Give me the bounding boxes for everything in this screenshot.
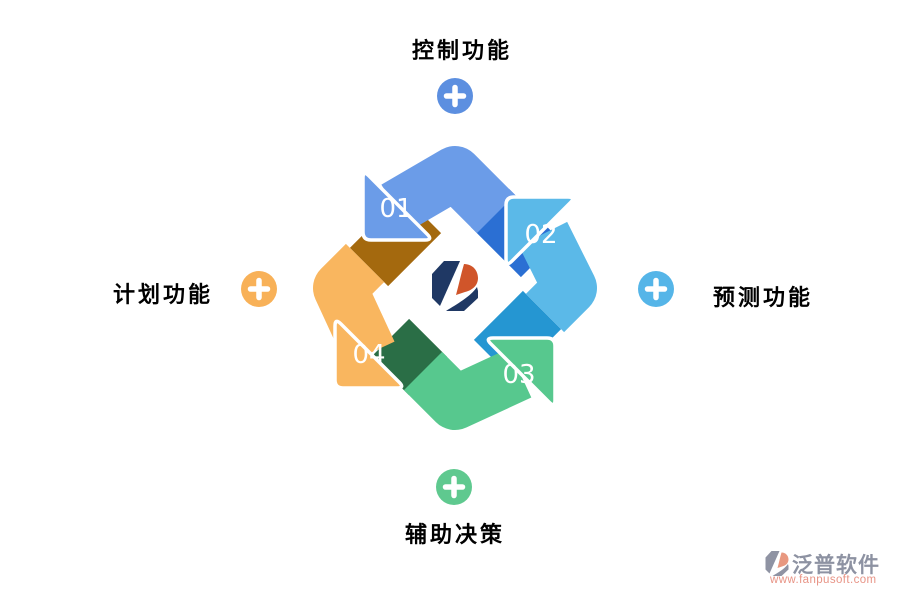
cycle-arrows-diagram: 01 02 03 04 bbox=[313, 146, 597, 430]
label-control-function: 控制功能 bbox=[411, 38, 512, 63]
arrow-03-shaft bbox=[403, 348, 532, 430]
plus-icon-right[interactable] bbox=[638, 271, 674, 307]
plus-glyph bbox=[443, 84, 467, 108]
plus-icon-bottom[interactable] bbox=[436, 469, 472, 505]
arrow-02-head bbox=[504, 195, 575, 266]
plus-glyph bbox=[247, 277, 271, 301]
arrow-01-shaft bbox=[381, 146, 516, 234]
plus-icon-left[interactable] bbox=[241, 271, 277, 307]
step-number-02: 02 bbox=[524, 220, 557, 250]
watermark-logo-icon bbox=[765, 551, 789, 576]
watermark-logo-bottom bbox=[772, 564, 789, 576]
fanpu-logo-left bbox=[432, 261, 460, 306]
label-forecast-function: 预测功能 bbox=[712, 285, 813, 310]
step-number-01: 01 bbox=[379, 194, 412, 224]
watermark-logo-swoosh bbox=[777, 552, 789, 568]
plus-icon-top[interactable] bbox=[437, 78, 473, 114]
plus-glyph bbox=[442, 475, 466, 499]
fanpu-logo bbox=[432, 261, 478, 311]
arrow-03-head bbox=[486, 336, 557, 407]
arrow-03-fold bbox=[370, 318, 448, 396]
fanpu-logo-bottom bbox=[446, 287, 478, 311]
label-decision-support: 辅助决策 bbox=[404, 522, 505, 547]
arrow-02-shaft bbox=[518, 221, 597, 333]
step-number-03: 03 bbox=[502, 360, 535, 390]
plus-glyph bbox=[644, 277, 668, 301]
arrow-04-shaft bbox=[313, 243, 395, 365]
fanpu-logo-swoosh bbox=[456, 264, 478, 295]
arrow-01-head bbox=[361, 171, 432, 242]
step-number-04: 04 bbox=[352, 340, 385, 370]
label-plan-function: 计划功能 bbox=[112, 282, 213, 307]
watermark-brand-name: 泛普软件 bbox=[792, 554, 880, 577]
arrow-04-head bbox=[333, 319, 404, 390]
watermark-logo-left bbox=[765, 551, 780, 574]
watermark-url: www.fanpusoft.com bbox=[770, 574, 877, 586]
watermark: 泛普软件 www.fanpusoft.com bbox=[764, 549, 894, 593]
